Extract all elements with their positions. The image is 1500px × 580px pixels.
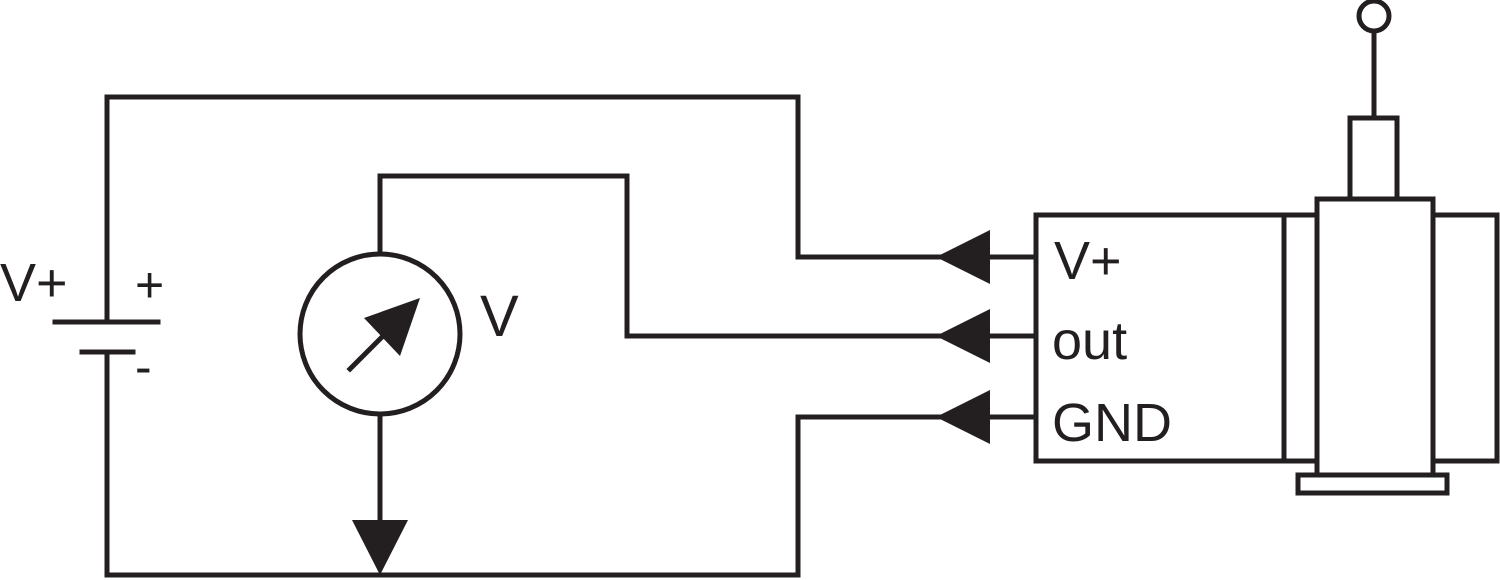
ground-arrow	[352, 520, 408, 575]
pin-gnd-arrow	[936, 390, 990, 444]
sensor-cable-guide	[1347, 115, 1400, 202]
sensor-pin-label-vplus: V+	[1054, 231, 1122, 291]
sensor-drum-body	[1314, 196, 1436, 478]
position-sensor	[1033, 0, 1500, 496]
pin-out-arrow	[936, 309, 990, 363]
battery-plus-sign: +	[135, 257, 164, 313]
battery-symbol	[52, 319, 161, 355]
signal-wire	[377, 173, 943, 339]
pin-vplus-arrow	[936, 230, 990, 284]
battery-minus-sign: -	[135, 339, 152, 395]
supply-wire-loop	[104, 94, 943, 578]
battery-voltage-label: V+	[0, 253, 68, 313]
connector-arrows	[936, 230, 1038, 444]
sensor-pin-label-gnd: GND	[1052, 393, 1172, 453]
voltmeter-arrow-head	[364, 298, 420, 356]
voltmeter-label: V	[480, 284, 519, 349]
sensor-pin-label-out: out	[1052, 311, 1127, 371]
voltmeter	[297, 251, 463, 417]
sensor-base-plate	[1295, 472, 1450, 496]
sensor-cable-ring	[1356, 0, 1392, 34]
sensor-connector-body	[1033, 212, 1287, 464]
